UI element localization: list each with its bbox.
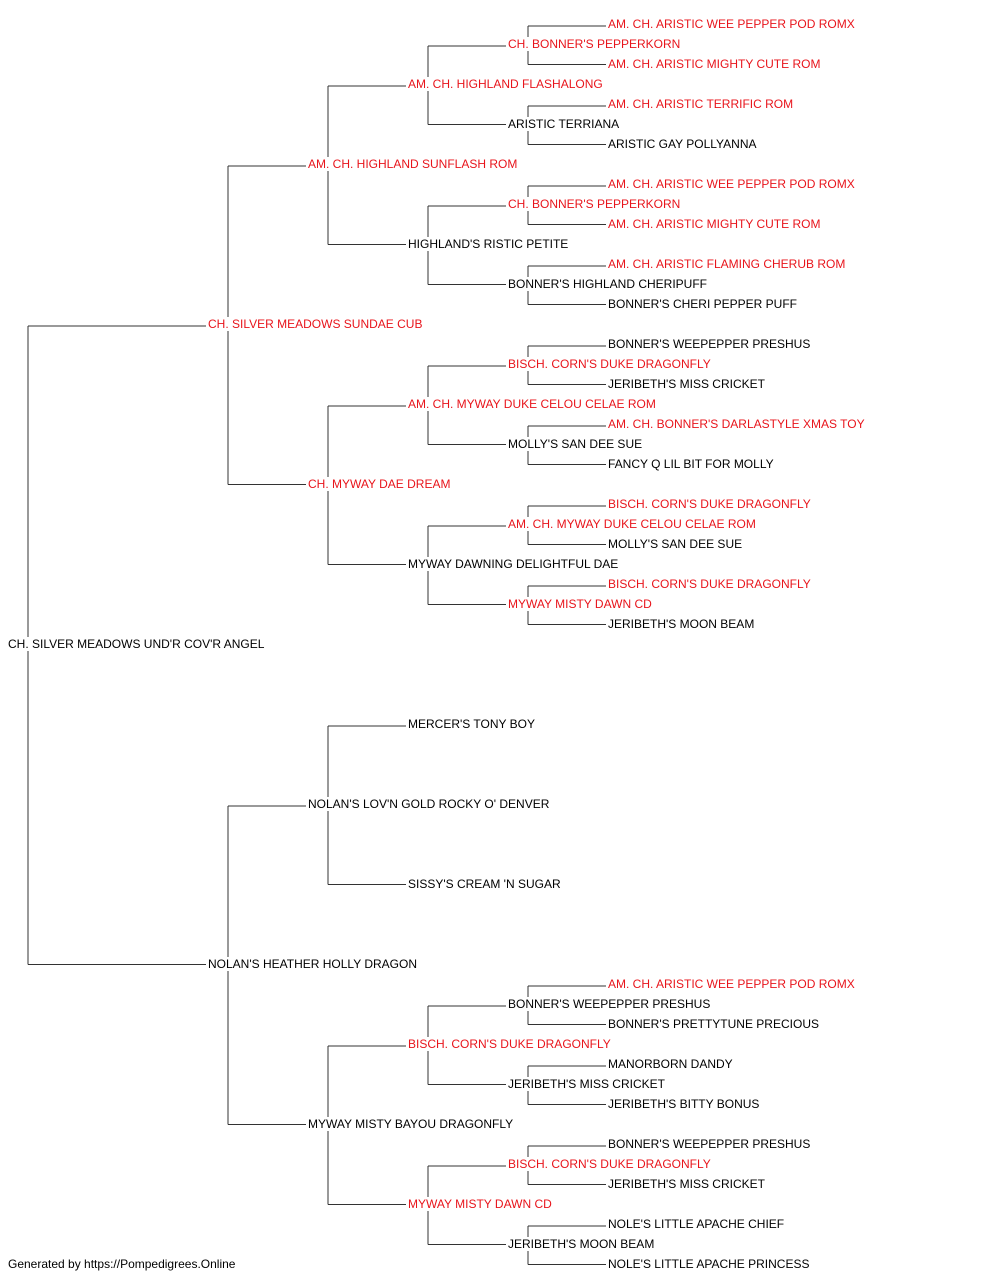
dam-name: FANCY Q LIL BIT FOR MOLLY xyxy=(608,457,774,471)
sire-name: AM. CH. ARISTIC WEE PEPPER POD ROMX xyxy=(608,177,855,191)
sire-name: AM. CH. HIGHLAND SUNFLASH ROM xyxy=(308,157,517,171)
dam-name: MYWAY MISTY DAWN CD xyxy=(408,1197,552,1211)
dam-name: JERIBETH'S MISS CRICKET xyxy=(508,1077,666,1091)
dam-name: BONNER'S HIGHLAND CHERIPUFF xyxy=(508,277,707,291)
sire-name: BONNER'S WEEPEPPER PRESHUS xyxy=(508,997,710,1011)
sire-name: CH. BONNER'S PEPPERKORN xyxy=(508,37,680,51)
dam-name: JERIBETH'S MISS CRICKET xyxy=(608,377,766,391)
sire-name: AM. CH. ARISTIC WEE PEPPER POD ROMX xyxy=(608,17,855,31)
sire-name: BONNER'S WEEPEPPER PRESHUS xyxy=(608,1137,810,1151)
dam-name: JERIBETH'S MISS CRICKET xyxy=(608,1177,766,1191)
dam-name: CH. MYWAY DAE DREAM xyxy=(308,477,450,491)
sire-name: AM. CH. ARISTIC WEE PEPPER POD ROMX xyxy=(608,977,855,991)
sire-name: NOLAN'S LOV'N GOLD ROCKY O' DENVER xyxy=(308,797,550,811)
dam-name: AM. CH. ARISTIC MIGHTY CUTE ROM xyxy=(608,217,820,231)
sire-name: AM. CH. MYWAY DUKE CELOU CELAE ROM xyxy=(408,397,656,411)
sire-name: AM. CH. MYWAY DUKE CELOU CELAE ROM xyxy=(508,517,756,531)
sire-name: BISCH. CORN'S DUKE DRAGONFLY xyxy=(508,357,711,371)
dam-name: MYWAY MISTY DAWN CD xyxy=(508,597,652,611)
sire-name: BISCH. CORN'S DUKE DRAGONFLY xyxy=(608,577,811,591)
sire-name: AM. CH. ARISTIC FLAMING CHERUB ROM xyxy=(608,257,845,271)
dam-name: MOLLY'S SAN DEE SUE xyxy=(608,537,742,551)
dam-name: JERIBETH'S MOON BEAM xyxy=(508,1237,654,1251)
sire-name: NOLE'S LITTLE APACHE CHIEF xyxy=(608,1217,784,1231)
dam-name: MYWAY MISTY BAYOU DRAGONFLY xyxy=(308,1117,513,1131)
dam-name: BONNER'S PRETTYTUNE PRECIOUS xyxy=(608,1017,819,1031)
sire-name: AM. CH. HIGHLAND FLASHALONG xyxy=(408,77,603,91)
dam-name: HIGHLAND'S RISTIC PETITE xyxy=(408,237,568,251)
sire-name: AM. CH. BONNER'S DARLASTYLE XMAS TOY xyxy=(608,417,865,431)
dam-name: MYWAY DAWNING DELIGHTFUL DAE xyxy=(408,557,618,571)
sire-name: AM. CH. ARISTIC TERRIFIC ROM xyxy=(608,97,793,111)
sire-name: CH. SILVER MEADOWS SUNDAE CUB xyxy=(208,317,422,331)
dam-name: JERIBETH'S BITTY BONUS xyxy=(608,1097,759,1111)
dam-name: NOLE'S LITTLE APACHE PRINCESS xyxy=(608,1257,809,1271)
subject-name: CH. SILVER MEADOWS UND'R COV'R ANGEL xyxy=(8,637,265,651)
dam-name: MOLLY'S SAN DEE SUE xyxy=(508,437,642,451)
dam-name: AM. CH. ARISTIC MIGHTY CUTE ROM xyxy=(608,57,820,71)
sire-name: MANORBORN DANDY xyxy=(608,1057,733,1071)
dam-name: SISSY'S CREAM 'N SUGAR xyxy=(408,877,561,891)
dam-name: BONNER'S CHERI PEPPER PUFF xyxy=(608,297,797,311)
sire-name: CH. BONNER'S PEPPERKORN xyxy=(508,197,680,211)
dam-name: ARISTIC GAY POLLYANNA xyxy=(608,137,757,151)
dam-name: NOLAN'S HEATHER HOLLY DRAGON xyxy=(208,957,417,971)
sire-name: BISCH. CORN'S DUKE DRAGONFLY xyxy=(608,497,811,511)
sire-name: BISCH. CORN'S DUKE DRAGONFLY xyxy=(408,1037,611,1051)
sire-name: MERCER'S TONY BOY xyxy=(408,717,535,731)
dam-name: ARISTIC TERRIANA xyxy=(508,117,619,131)
footer-credit: Generated by https://Pompedigrees.Online xyxy=(8,1257,236,1271)
sire-name: BONNER'S WEEPEPPER PRESHUS xyxy=(608,337,810,351)
dam-name: JERIBETH'S MOON BEAM xyxy=(608,617,754,631)
sire-name: BISCH. CORN'S DUKE DRAGONFLY xyxy=(508,1157,711,1171)
